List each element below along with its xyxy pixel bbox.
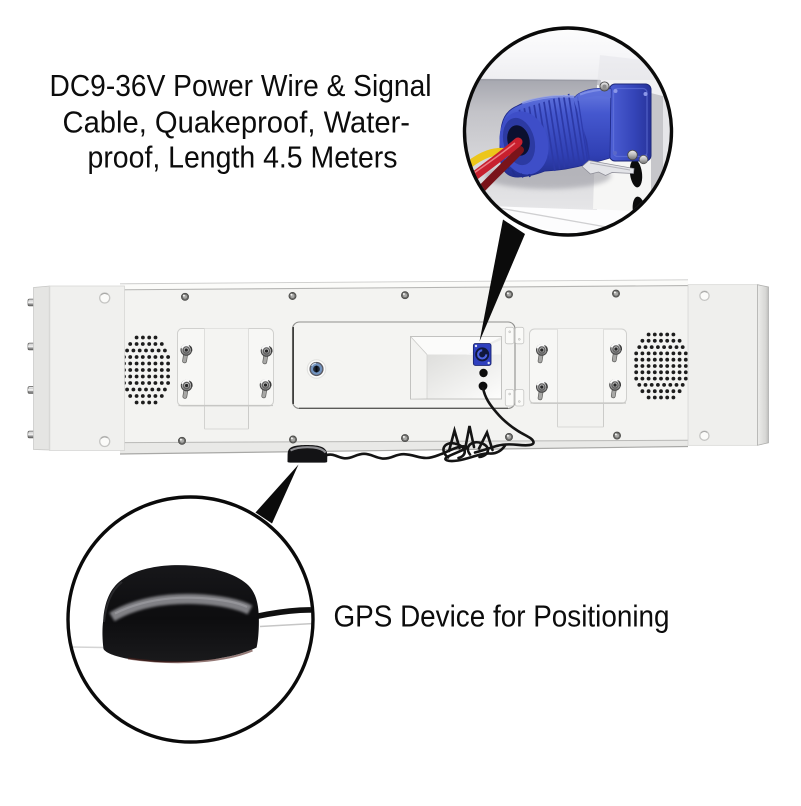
svg-text:DC9-36V Power Wire & Signal: DC9-36V Power Wire & Signal [50, 69, 432, 103]
svg-text:proof, Length 4.5 Meters: proof, Length 4.5 Meters [88, 141, 398, 175]
svg-text:GPS Device for Positioning: GPS Device for Positioning [334, 599, 670, 634]
svg-text:Cable, Quakeproof, Water-: Cable, Quakeproof, Water- [63, 106, 411, 140]
